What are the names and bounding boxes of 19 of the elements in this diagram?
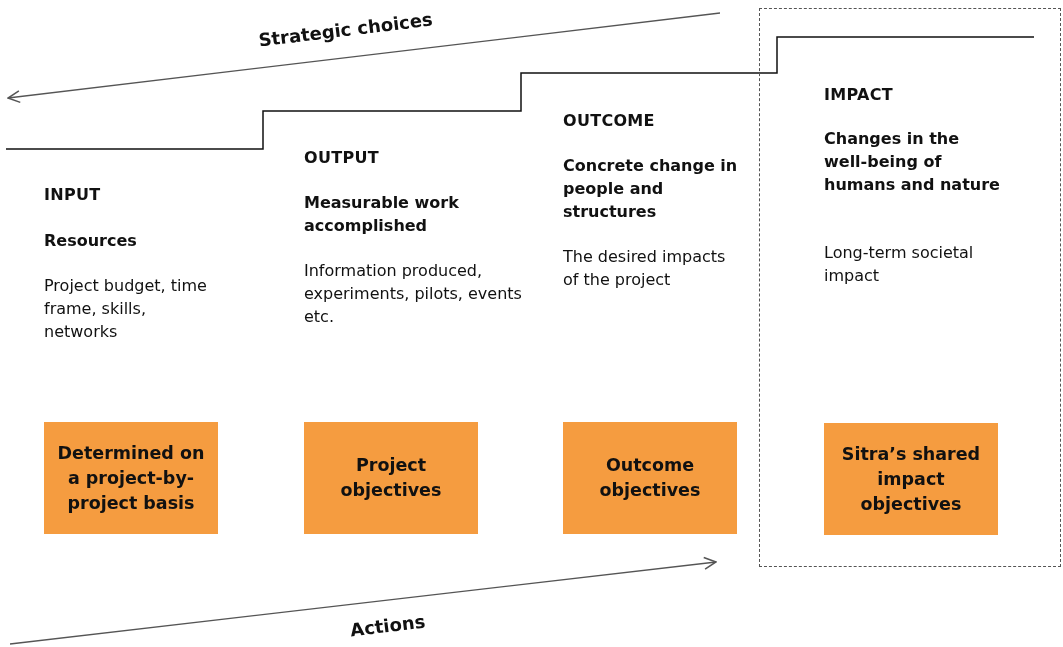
objective-box: Project objectives [304, 422, 478, 534]
description-text: Information produced, experiments, pilots, events etc. [304, 260, 523, 328]
objective-box: Outcome objectives [563, 422, 737, 534]
arrow-label: Actions [348, 609, 427, 642]
column-heading: INPUT [44, 184, 101, 206]
column-heading: OUTCOME [563, 110, 655, 132]
column-heading: OUTPUT [304, 147, 379, 169]
arrow-label: Strategic choices [257, 7, 434, 52]
column-subheading: Changes in the well-being of humans and nature [824, 128, 1001, 196]
description-text: Long-term societal impact [824, 242, 975, 287]
objective-box: Sitra’s shared impact objectives [824, 423, 998, 535]
column-subheading: Concrete change in people and structures [563, 155, 739, 223]
column-heading: IMPACT [824, 84, 894, 106]
dashed-frame [759, 8, 1061, 567]
description-text: The desired impacts of the project [563, 246, 727, 291]
objective-box: Determined on a project-by-project basis [44, 422, 218, 534]
description-text: Project budget, time frame, skills, networks [44, 275, 208, 343]
column-subheading: Measurable work accomplished [304, 192, 460, 237]
column-subheading: Resources [44, 230, 137, 252]
